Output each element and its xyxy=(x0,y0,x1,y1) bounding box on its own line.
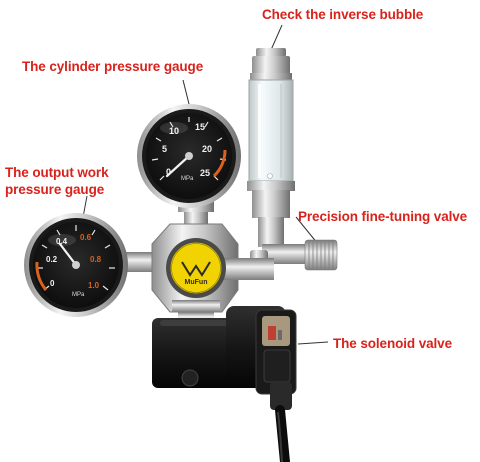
cylinder-scale-15: 15 xyxy=(195,122,205,132)
output-scale-04: 0.4 xyxy=(56,237,68,246)
cylinder-unit: MPa xyxy=(181,176,194,182)
leader-inverse-bubble xyxy=(270,24,283,51)
cylinder-scale-5: 5 xyxy=(162,144,167,154)
label-solenoid: The solenoid valve xyxy=(333,336,452,351)
leader-fine-tuning xyxy=(295,216,319,245)
label-output-gauge: The output work pressure gauge xyxy=(5,165,109,197)
cylinder-scale-20: 20 xyxy=(202,144,212,154)
label-fine-tuning: Precision fine-tuning valve xyxy=(298,209,468,224)
output-needle xyxy=(58,242,78,267)
brand-text: MuFun xyxy=(185,279,208,286)
cylinder-needle xyxy=(165,154,191,178)
cylinder-scale-25: 25 xyxy=(200,168,210,178)
output-pressure-gauge: 0 0.2 0.4 0.6 0.8 1.0 MPa xyxy=(24,213,128,317)
bubble-counter xyxy=(247,48,295,247)
output-scale-02: 0.2 xyxy=(46,255,58,264)
fine-tuning-valve xyxy=(238,239,338,280)
regulator-body: MuFun xyxy=(118,208,246,313)
output-scale-10: 1.0 xyxy=(88,281,100,290)
output-scale-08: 0.8 xyxy=(90,255,102,264)
output-scale-0: 0 xyxy=(50,279,55,288)
cylinder-scale-10: 10 xyxy=(169,126,179,136)
label-inverse-bubble: Check the inverse bubble xyxy=(262,7,424,22)
cylinder-pressure-gauge: 0 5 10 15 20 25 MPa xyxy=(137,104,241,212)
leader-solenoid xyxy=(297,341,329,345)
output-scale-06: 0.6 xyxy=(80,233,92,242)
label-cylinder-gauge: The cylinder pressure gauge xyxy=(22,59,204,74)
leader-lines xyxy=(80,24,329,345)
solenoid-valve xyxy=(152,306,297,462)
output-unit: MPa xyxy=(72,292,85,298)
leader-cylinder-gauge xyxy=(182,79,190,105)
cylinder-scale-0: 0 xyxy=(166,167,171,177)
